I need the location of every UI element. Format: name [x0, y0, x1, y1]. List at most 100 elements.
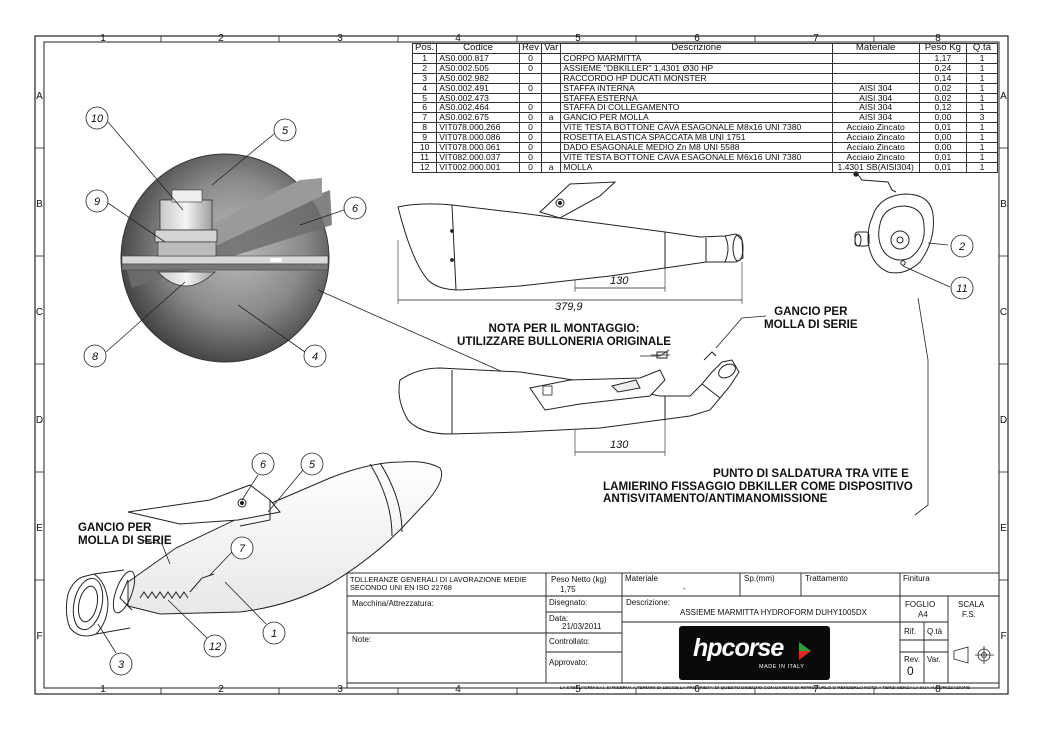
zone-number: 1	[100, 684, 106, 695]
logo-tagline: MADE IN ITALY	[759, 664, 805, 670]
bom-cell: 0	[518, 161, 543, 173]
bill-of-materials: Pos. Codice Rev Var Descrizione Material…	[411, 43, 999, 173]
zone-number: 3	[337, 33, 343, 44]
bom-cell: a	[541, 161, 562, 173]
zone-letter: C	[1000, 307, 1007, 318]
zone-number: 4	[455, 684, 461, 695]
bom-cell: 1	[965, 142, 999, 153]
bom-cell: AISI 304	[831, 92, 920, 104]
bom-cell: 2	[411, 62, 438, 74]
bom-cell: 1	[965, 82, 999, 94]
bom-header-row: Pos. Codice Rev Var Descrizione Material…	[411, 43, 999, 54]
bom-cell: 8	[411, 122, 438, 134]
bom-cell: 0	[518, 112, 543, 124]
peso-label: Peso Netto (kg)	[551, 575, 607, 584]
note-montaggio: NOTA PER IL MONTAGGIO: UTILIZZARE BULLON…	[457, 322, 671, 348]
dimension-overall: 379,9	[555, 301, 583, 313]
bom-header: Materiale	[831, 43, 920, 54]
bom-cell: 4	[411, 82, 438, 94]
bom-cell: 12	[411, 161, 438, 173]
dimension-upper-130: 130	[610, 275, 629, 287]
disegnato-label: Disegnato:	[549, 598, 588, 607]
bom-cell: AS0.002.982	[436, 72, 520, 84]
note-line: MOLLA DI SERIE	[764, 317, 858, 331]
note-line: GANCIO PER	[774, 305, 848, 318]
callout-number: 5	[282, 125, 289, 137]
zone-number: 2	[218, 684, 224, 695]
bom-cell	[541, 151, 562, 163]
bom-cell: Acciaio Zincato	[831, 142, 920, 153]
bom-cell: 0,00	[918, 132, 967, 144]
sp-label: Sp.(mm)	[744, 574, 775, 583]
rev-value: 0	[907, 664, 914, 678]
bom-cell: Acciaio Zincato	[831, 151, 920, 163]
qta-label: Q.tà	[927, 627, 943, 636]
bom-cell: 10	[411, 142, 438, 153]
bom-cell: VIT082.000.037	[436, 151, 520, 163]
bom-cell: 3	[411, 72, 438, 84]
bom-cell: 0,00	[918, 142, 967, 153]
note-line: PUNTO DI SALDATURA TRA VITE E	[713, 467, 909, 480]
bom-cell	[518, 92, 543, 104]
zone-number: 7	[813, 684, 819, 695]
projection-symbol-icon	[953, 646, 994, 664]
zone-letter: D	[36, 415, 43, 426]
bom-cell: Acciaio Zincato	[831, 122, 920, 134]
rev-label: Rev.	[904, 655, 920, 664]
bom-cell: AS0.000.817	[436, 52, 520, 64]
callout-number: 1	[271, 628, 277, 640]
bom-cell: 5	[411, 92, 438, 104]
note-gancio-right: GANCIO PER MOLLA DI SERIE	[764, 305, 858, 331]
rear-callouts: 2 11	[950, 234, 974, 300]
zone-letter: F	[36, 631, 42, 642]
bom-cell: 0,12	[918, 102, 967, 114]
bom-cell: 0	[518, 142, 543, 153]
rear-view	[853, 171, 951, 288]
bom-cell: 0,00	[918, 112, 967, 124]
zone-letter: E	[1000, 523, 1007, 534]
note-saldatura: PUNTO DI SALDATURA TRA VITE E LAMIERINO …	[603, 467, 913, 506]
logo-brand: hpcorse	[693, 634, 784, 662]
zone-labels: 1 2 3 4 5 6 7 8 1 2 3 4 5 6 7 8 A B C D …	[36, 33, 1007, 695]
bom-cell: VITE TESTA BOTTONE CAVA ESAGONALE M8x16 …	[560, 122, 833, 134]
bom-header: Peso Kg	[918, 43, 967, 54]
tolleranze-line: TOLLERANZE GENERALI DI LAVORAZIONE MEDIE	[350, 575, 527, 584]
note-line: ANTISVITAMENTO/ANTIMANOMISSIONE	[603, 492, 828, 506]
iso-callouts	[97, 452, 324, 676]
bom-cell: VIT002.000.001	[436, 161, 520, 173]
bom-cell	[541, 82, 562, 94]
materiale-value: -	[683, 584, 686, 593]
bom-cell: 1,17	[918, 52, 967, 64]
callout-number: 11	[956, 283, 967, 295]
bom-cell: AISI 304	[831, 112, 920, 124]
dimension-lower-130: 130	[610, 439, 629, 451]
copyright-notice: LA STEELFORM S.r.l. SI RISERVA A TERMINI…	[560, 685, 971, 690]
bom-cell: 1	[965, 92, 999, 104]
bom-cell: 0	[518, 62, 543, 74]
bom-cell: ROSETTA ELASTICA SPACCATA M8 UNI 1751	[560, 132, 833, 144]
bom-cell	[541, 132, 562, 144]
bom-cell	[831, 52, 920, 64]
bom-cell: AS0.002.491	[436, 82, 520, 94]
outer-frame	[34, 35, 1009, 695]
bom-cell	[541, 142, 562, 153]
bom-cell: DADO ESAGONALE MEDIO Zn M8 UNI 5588	[560, 142, 833, 153]
detail-view	[120, 153, 332, 363]
bom-cell: 0,01	[918, 151, 967, 163]
macchina-label: Macchina/Attrezzatura:	[352, 599, 434, 608]
bom-cell: 1	[965, 161, 999, 173]
zone-number: 6	[694, 684, 700, 695]
logo-arrow-icon	[799, 642, 811, 660]
controllato-label: Controllato:	[549, 637, 590, 646]
bom-cell	[541, 62, 562, 74]
bom-cell: GANCIO PER MOLLA	[560, 112, 833, 124]
bom-header: Rev	[518, 43, 543, 54]
bom-cell: 0,02	[918, 92, 967, 104]
bom-cell	[541, 122, 562, 134]
zone-number: 7	[813, 33, 819, 44]
